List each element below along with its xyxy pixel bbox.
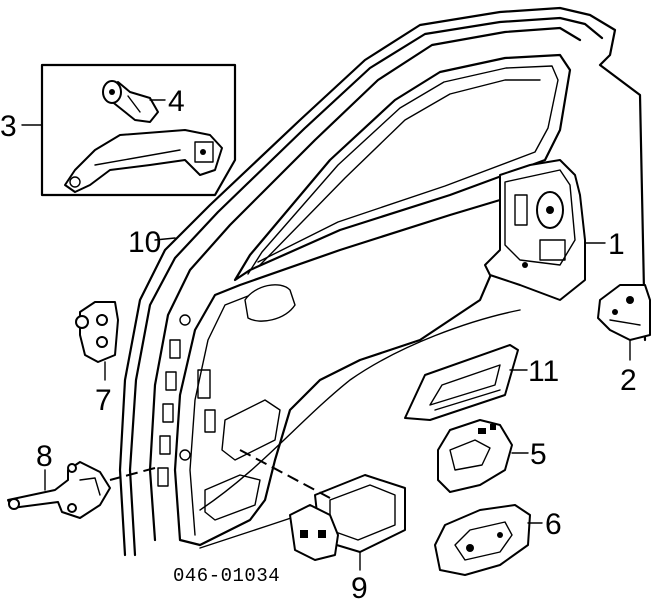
- connector-dashed-lower: [109, 467, 156, 481]
- callout-2: 2: [620, 364, 637, 397]
- callout-1: 1: [608, 228, 625, 261]
- callout-6: 6: [545, 508, 562, 541]
- inside-latch-handle: [289, 474, 406, 561]
- leader-lines: [21, 99, 631, 571]
- callouts: 1 2 3 4 5 6 7 8 9 10 11: [0, 85, 637, 600]
- callout-9: 9: [351, 572, 368, 600]
- inside-handle-bezel: [404, 344, 519, 421]
- handle-escutcheon: [434, 504, 531, 576]
- connector-dashed: [239, 449, 331, 499]
- door-lock-assembly: [484, 159, 586, 301]
- outside-handle-box: [40, 63, 237, 197]
- callout-8: 8: [36, 440, 53, 473]
- callout-10: 10: [128, 226, 161, 259]
- callout-4: 4: [168, 85, 185, 118]
- striker-plate: [597, 284, 651, 341]
- callout-5: 5: [530, 438, 547, 471]
- callout-3: 3: [0, 110, 17, 143]
- upper-hinge: [75, 301, 119, 363]
- diagram-part-number: 046-01034: [173, 565, 280, 587]
- door-check-strap: [7, 461, 111, 519]
- callout-11: 11: [528, 355, 559, 388]
- hinge-side-slots: [157, 314, 216, 487]
- inside-handle: [437, 419, 513, 493]
- callout-7: 7: [95, 384, 112, 417]
- door-frame: [118, 6, 647, 557]
